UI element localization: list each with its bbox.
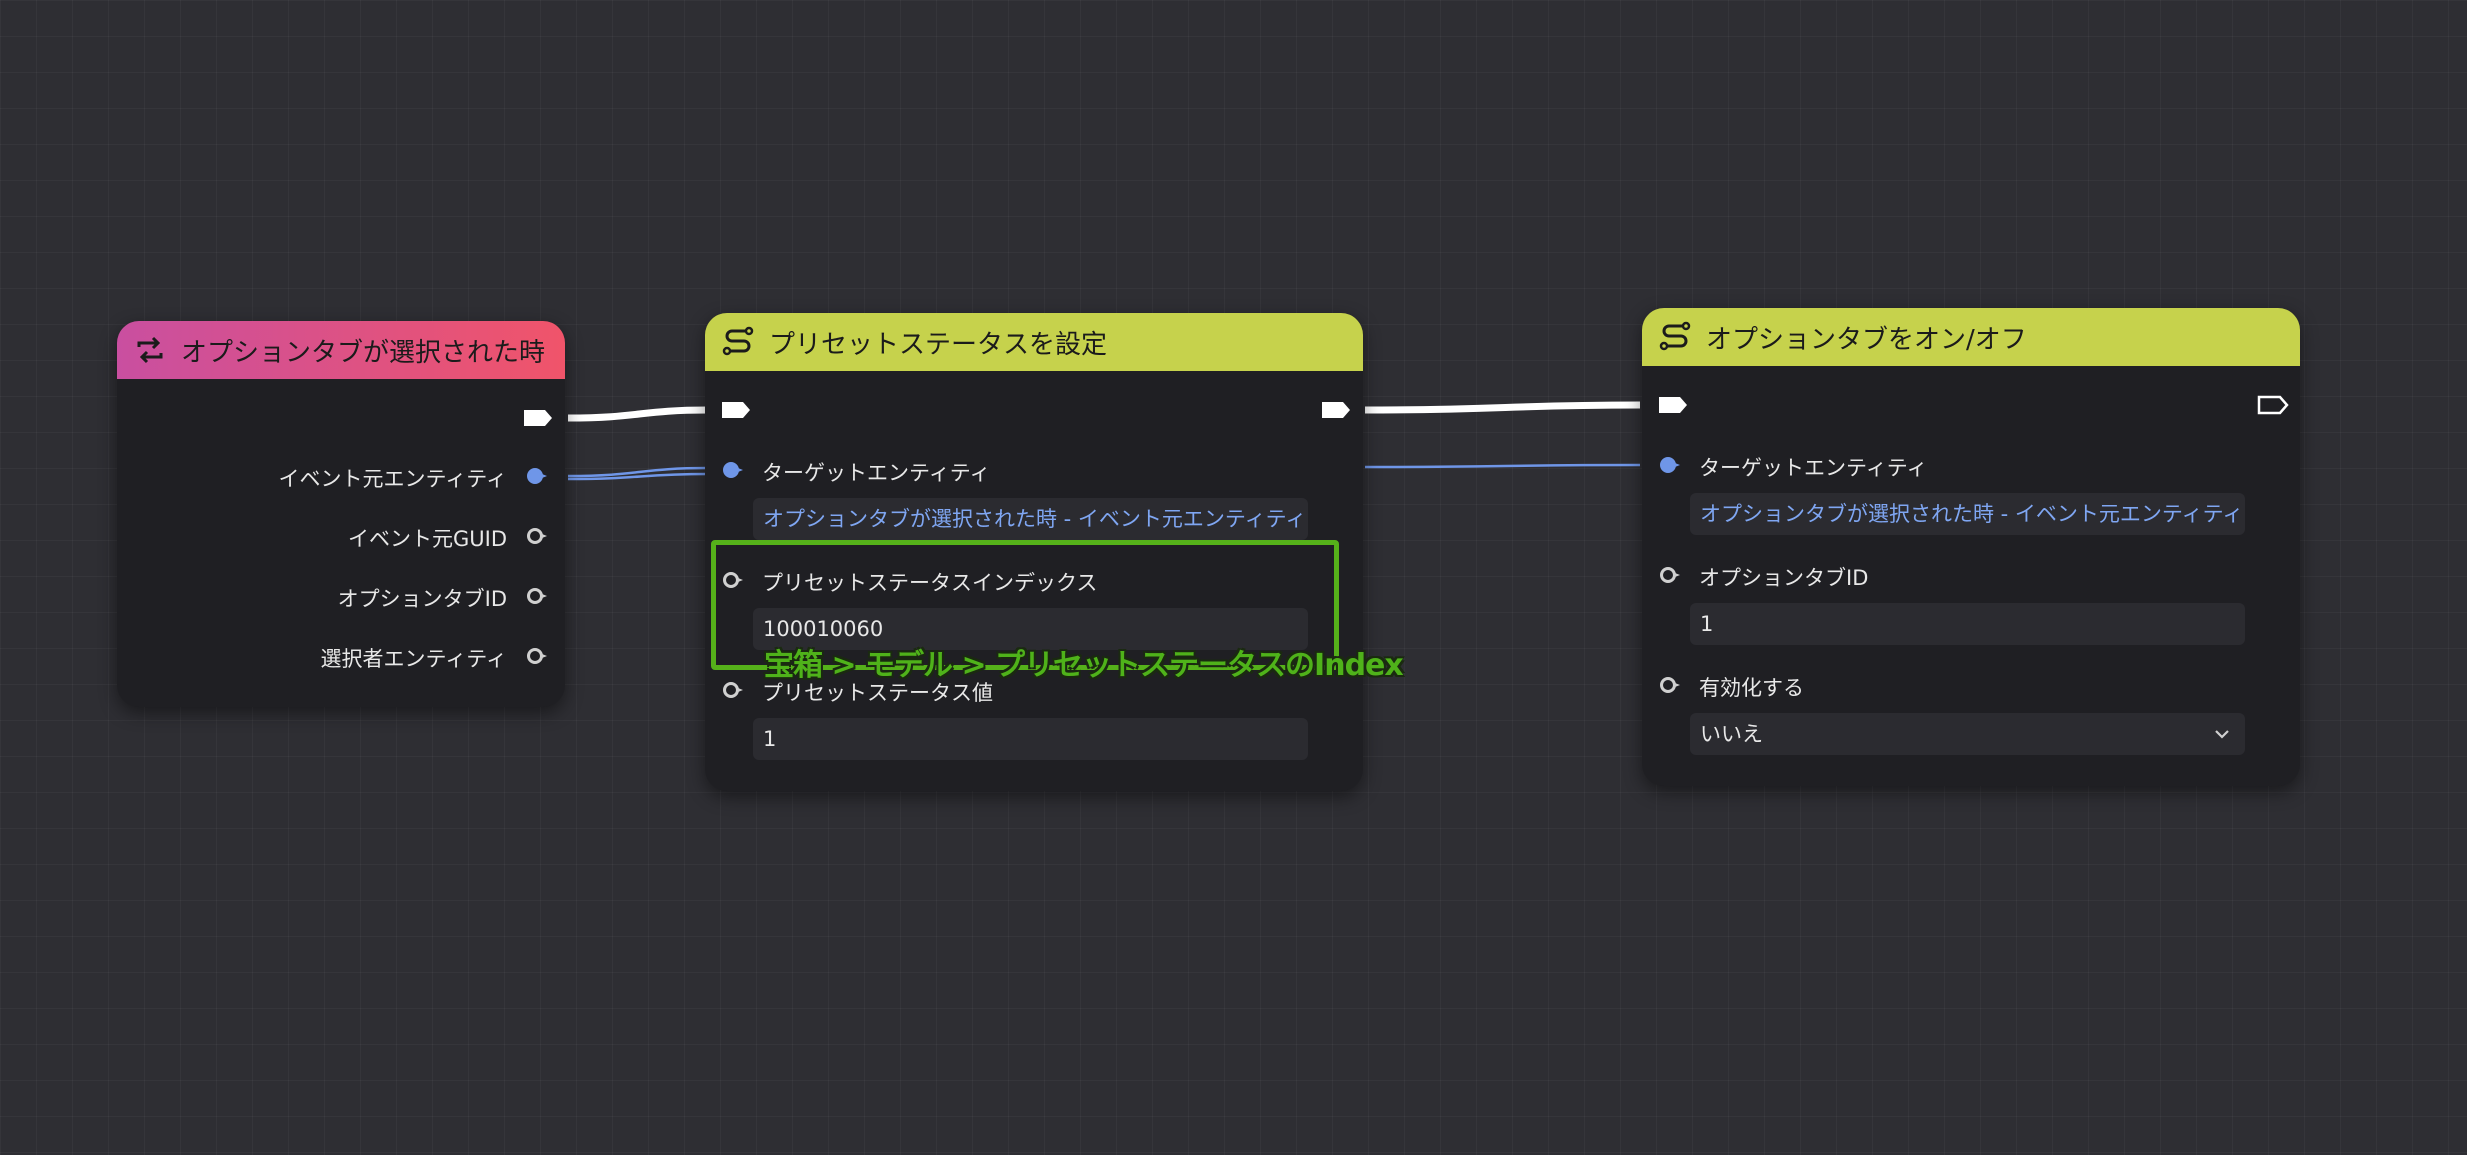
toggle-option-tab-node[interactable]: オプションタブをオン/オフ ターゲットエンティティ オプションタブが選択された時… [1642,308,2300,786]
set-preset-status-header[interactable]: プリセットステータスを設定 [705,313,1363,371]
exec-wire-2 [1365,405,1640,410]
event-output-label-3: 選択者エンティティ [321,643,507,673]
toggle-enable-select[interactable]: いいえ [1690,713,2245,755]
event-node[interactable]: オプションタブが選択された時 イベント元エンティティ イベント元GUID オプシ… [117,321,565,707]
toggle-exec-out-pin[interactable] [2256,394,2290,416]
event-output-label-0: イベント元エンティティ [279,463,507,493]
toggle-option-tab-title: オプションタブをオン/オフ [1706,319,2027,356]
event-node-header[interactable]: オプションタブが選択された時 [117,321,565,379]
toggle-enable-pin[interactable] [1660,677,1676,693]
preset-target-label: ターゲットエンティティ [762,457,990,487]
preset-value-pin[interactable] [723,682,739,698]
script-s-icon [1658,320,1692,354]
exec-wire-1 [568,410,708,418]
preset-exec-in-pin[interactable] [719,399,753,421]
toggle-target-field[interactable]: オプションタブが選択された時 - イベント元エンティティ [1690,493,2245,535]
event-output-pin-1[interactable] [527,528,543,544]
set-preset-status-title: プリセットステータスを設定 [769,324,1107,361]
event-output-label-2: オプションタブID [338,583,507,613]
preset-target-pin[interactable] [723,462,739,478]
event-exec-out-pin[interactable] [521,407,555,429]
event-output-label-1: イベント元GUID [348,523,507,553]
event-output-pin-2[interactable] [527,588,543,604]
toggle-target-label: ターゲットエンティティ [1699,452,1927,482]
annotation-label: 宝箱 > モデル > プリセットステータスのIndex [764,640,1403,684]
toggle-option-tab-header[interactable]: オプションタブをオン/オフ [1642,308,2300,366]
toggle-exec-in-pin[interactable] [1656,394,1690,416]
entity-wire-1b [568,474,708,479]
preset-exec-out-pin[interactable] [1319,399,1353,421]
event-output-pin-0[interactable] [527,468,543,484]
toggle-tabid-field[interactable]: 1 [1690,603,2245,645]
entity-wire-1a [568,468,708,476]
toggle-enable-label: 有効化する [1699,672,1804,702]
loop-arrows-icon [133,333,167,367]
event-output-pin-3[interactable] [527,648,543,664]
event-node-title: オプションタブが選択された時 [181,332,545,369]
preset-value-field[interactable]: 1 [753,718,1308,760]
chevron-down-icon [2213,725,2231,743]
script-s-icon [721,325,755,359]
toggle-enable-value: いいえ [1700,722,1763,746]
preset-target-field[interactable]: オプションタブが選択された時 - イベント元エンティティ [753,498,1308,540]
toggle-tabid-label: オプションタブID [1699,562,1868,592]
entity-wire-2 [1365,465,1640,467]
toggle-target-pin[interactable] [1660,457,1676,473]
toggle-tabid-pin[interactable] [1660,567,1676,583]
